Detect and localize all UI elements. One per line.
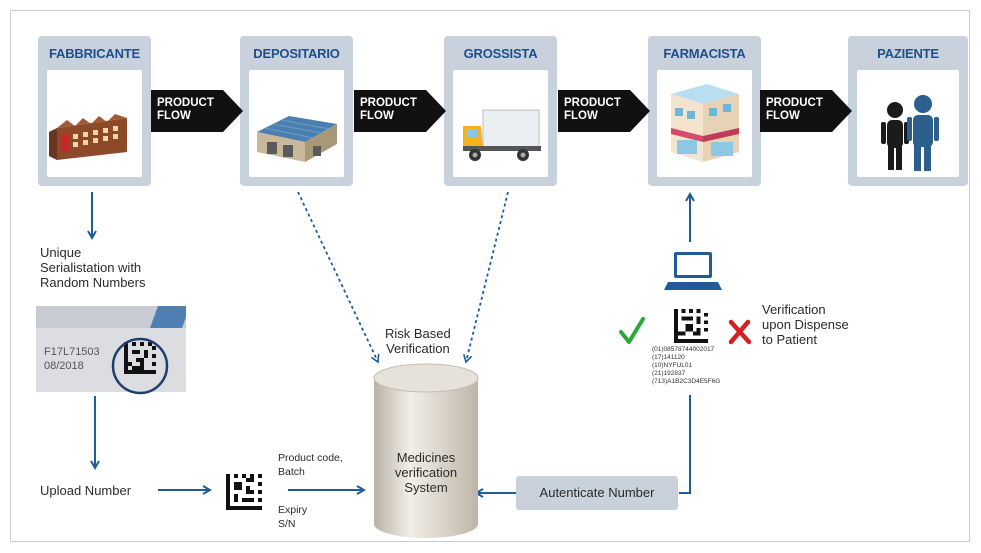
laptop-icon [664,250,722,296]
serialisation-label: Unique Serialistation with Random Number… [40,245,146,290]
flow-label: PRODUCT [564,97,621,109]
stage-grossista: GROSSISTA [444,36,557,186]
risk-line: Verification [386,341,450,356]
flow-label: FLOW [766,110,800,122]
verification-line: to Patient [762,332,817,347]
database-cylinder: Medicines verification System [372,362,480,542]
code-line: (10)NYFUL01 [652,362,693,369]
serialisation-line: Random Numbers [40,275,146,290]
flow-label: FLOW [360,110,394,122]
stage-title: PAZIENTE [877,46,939,61]
authenticate-number-box: Autenticate Number [516,476,678,510]
datamatrix-verify-icon [674,309,708,343]
database-label: Medicines verification System [372,450,480,495]
cross-icon [726,318,754,346]
truck-icon [453,70,548,177]
check-icon [618,316,646,346]
stage-farmacista: FARMACISTA [648,36,761,186]
stage-paziente: PAZIENTE [848,36,968,186]
flow-label: PRODUCT [360,97,417,109]
upload-number-label: Upload Number [40,483,132,498]
package-date: 08/2018 [44,360,84,372]
stage-title: DEPOSITARIO [253,46,340,61]
stage-title: FABBRICANTE [49,46,140,61]
verification-line: upon Dispense [762,317,849,332]
package-code: F17L71503 [44,346,100,358]
risk-line: Risk Based [385,326,451,341]
database-line: System [404,480,448,495]
field-expiry: Expiry [278,504,308,516]
code-line: (17)141120 [652,354,685,361]
field-sn: S/N [278,518,296,530]
code-line: (713)A1B2C3D4E5F6G [652,378,721,385]
patients-icon [857,70,959,177]
code-line: (21)192837 [652,370,686,377]
serialisation-line: Serialistation with [40,260,142,275]
stage-title: GROSSISTA [463,46,538,61]
flow-label: FLOW [157,110,191,122]
pharmacy-icon [657,70,752,177]
datamatrix-icon [226,474,262,510]
stage-title: FARMACISTA [663,46,746,61]
flow-label: PRODUCT [157,97,214,109]
datamatrix-code [124,342,156,374]
risk-based-verification-label: Risk Based Verification [385,326,451,356]
stage-depositario: DEPOSITARIO [240,36,353,186]
field-batch: Batch [278,466,305,478]
serialisation-line: Unique [40,245,82,260]
code-line: (01)08578744002017 [652,346,715,353]
flow-label: FLOW [564,110,598,122]
warehouse-icon [249,70,344,177]
database-line: verification [394,465,458,480]
flow-label: PRODUCT [766,97,823,109]
verification-label: Verification upon Dispense to Patient [762,302,849,347]
stage-fabbricante: FABBRICANTE [38,36,151,186]
code-lines: (01)08578744002017 (17)141120 (10)NYFUL0… [652,346,720,386]
database-line: Medicines [396,450,456,465]
factory-icon [47,70,142,177]
verification-line: Verification [762,302,826,317]
field-product-code: Product code, [278,452,343,464]
